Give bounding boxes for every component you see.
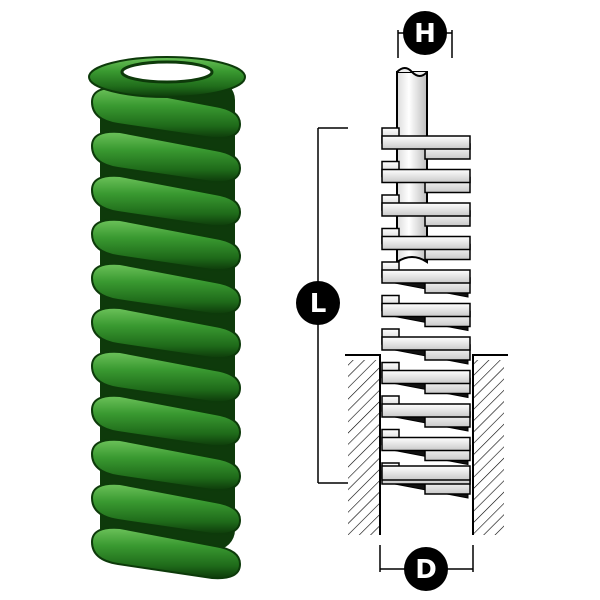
spring-wire-section <box>381 269 471 284</box>
spring-wire-sections <box>381 127 471 499</box>
spring-wire-section <box>381 436 471 452</box>
spring-coils <box>90 86 242 580</box>
length-label: L <box>310 289 327 319</box>
spring-coil-turn <box>90 306 242 360</box>
spring-coil-turn <box>90 350 242 404</box>
spring-coil-turn <box>90 218 242 272</box>
spring-wire-section <box>381 369 471 385</box>
spring-coil-turn <box>90 130 242 184</box>
spring-wire-section <box>381 202 471 217</box>
spring-wire-section <box>381 403 471 418</box>
spring-coil-turn <box>90 482 242 536</box>
hatched-bore-wall-right <box>472 354 508 535</box>
diameter-dimension: D <box>379 545 474 591</box>
length-dimension: L <box>296 127 348 484</box>
length-badge <box>296 281 340 325</box>
height-dimension: H <box>397 11 453 58</box>
spring-wire-section <box>381 235 471 251</box>
spring-coil-turn <box>90 174 242 228</box>
spring-cross-section-diagram: H L D <box>296 11 508 591</box>
diameter-badge <box>404 547 448 591</box>
spring-top-opening <box>120 60 214 84</box>
spring-wire-section <box>381 302 471 318</box>
spring-coil-turn <box>90 526 242 580</box>
spring-wire-section <box>381 336 471 351</box>
spring-wire-section <box>381 168 471 184</box>
green-coil-spring-photo <box>88 56 246 580</box>
spring-coil-turn <box>90 394 242 448</box>
diameter-label: D <box>415 555 437 585</box>
spring-wire-section <box>381 135 471 150</box>
spring-wire-section <box>381 465 471 481</box>
spring-coil-turn <box>90 438 242 492</box>
height-label: H <box>414 19 436 49</box>
spring-coil-turn <box>90 262 242 316</box>
guide-pin <box>396 67 428 264</box>
height-badge <box>403 11 447 55</box>
hatched-bore-wall-left <box>345 354 381 535</box>
